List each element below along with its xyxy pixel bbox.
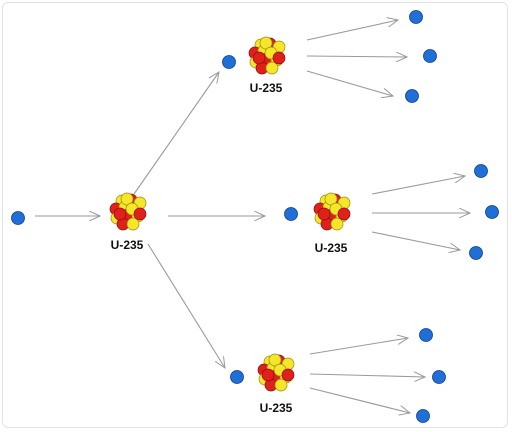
nucleus-label-middle: U-235 [315,241,348,255]
proton [281,368,295,382]
proton [317,207,331,221]
neutron-9 [469,246,483,260]
proton [272,51,286,65]
arrow-10 [371,231,460,250]
nucleus-label-initial: U-235 [111,238,144,252]
arrow-5 [306,20,398,41]
arrow-7 [306,70,393,96]
nucleon [259,36,273,50]
arrow-11 [309,338,408,355]
proton [252,51,266,65]
proton [133,207,147,221]
arrows-layer [35,20,470,413]
neutron-12 [432,370,446,384]
proton [113,207,127,221]
neutron-4 [423,49,437,63]
nucleon [120,192,134,206]
nucleon [330,217,344,231]
nucleus-label-bottom: U-235 [260,401,293,415]
proton [261,368,275,382]
nucleon [126,217,140,231]
neutron-13 [416,409,430,423]
nucleus-bottom [257,353,295,392]
nucleus-initial [109,192,147,231]
arrow-4 [147,243,225,368]
neutron-5 [405,89,419,103]
nucleon [274,378,288,392]
proton [337,207,351,221]
arrow-2 [133,72,219,195]
arrow-13 [309,387,410,413]
nucleon [268,353,282,367]
neutron-8 [485,205,499,219]
neutron-10 [230,370,244,384]
nuclei-layer [109,36,351,392]
nucleus-middle [313,192,351,231]
neutron-3 [409,10,423,24]
neutron-1 [11,211,25,225]
nucleus-label-top: U-235 [250,81,283,95]
nucleon [265,61,279,75]
arrow-8 [371,176,465,195]
neutrons-layer [11,10,499,423]
neutron-6 [284,207,298,221]
neutron-2 [222,55,236,69]
arrow-6 [306,56,407,57]
neutron-11 [419,328,433,342]
neutron-7 [474,164,488,178]
nucleus-top [248,36,286,75]
arrow-12 [309,374,425,377]
nucleon [324,192,338,206]
